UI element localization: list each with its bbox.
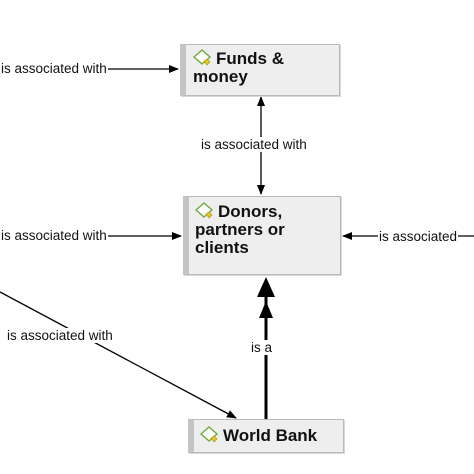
node-donors-partners-clients[interactable]: Donors, partners or clients	[183, 196, 341, 275]
node-world-bank[interactable]: World Bank	[188, 419, 344, 453]
edge-label-bottom-left[interactable]: is associated with	[6, 328, 114, 343]
concept-icon	[199, 426, 220, 443]
node-donors-label-line2: partners or	[195, 220, 285, 239]
node-donors-label-line1: Donors,	[218, 202, 283, 221]
edge-label-mid-right[interactable]: is associated	[378, 229, 459, 244]
concept-icon	[194, 202, 215, 219]
edge-bottom-left-to-world-bank[interactable]	[0, 291, 237, 419]
edge-is-a-arrowhead	[257, 277, 275, 297]
node-world-bank-label: World Bank	[223, 426, 318, 445]
node-funds-label-line2: money	[193, 67, 248, 86]
edge-label-funds-donors[interactable]: is associated with	[200, 137, 308, 152]
edge-label-is-a[interactable]: is a	[250, 340, 274, 355]
node-funds-and-money[interactable]: Funds & money	[180, 44, 340, 96]
node-donors-label-line3: clients	[195, 238, 249, 257]
edge-label-top-left[interactable]: is associated with	[0, 61, 108, 76]
edge-is-a-mid-arrowhead	[259, 301, 273, 318]
edge-label-mid-left[interactable]: is associated with	[0, 228, 108, 243]
concept-icon	[192, 49, 213, 66]
node-funds-label-line1: Funds &	[216, 49, 284, 68]
